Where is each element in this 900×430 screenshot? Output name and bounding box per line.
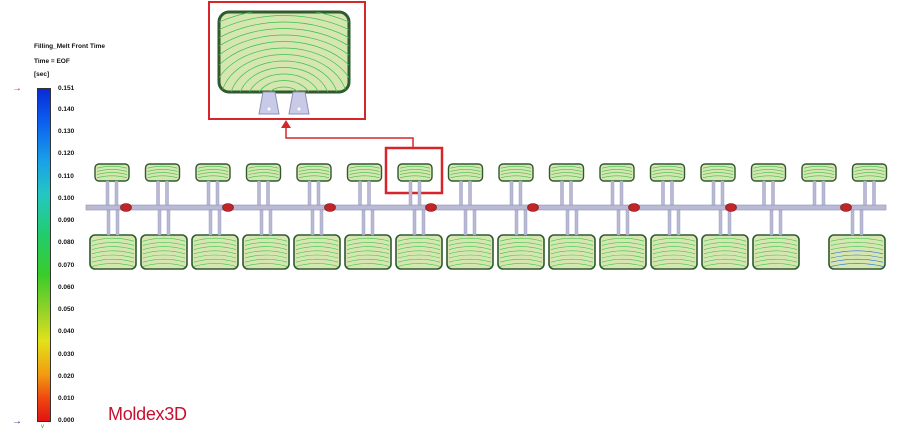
tick-label: 0.000 [58, 417, 75, 424]
top-cavity [144, 163, 181, 206]
main-runner [85, 204, 887, 211]
legend-subtitle: Time = EOF [34, 58, 70, 65]
gate-markers [120, 203, 852, 212]
top-cavity [447, 163, 484, 206]
tick-label: 0.060 [58, 284, 75, 291]
bottom-marker-caret: v [41, 424, 44, 430]
top-cavity [750, 163, 787, 206]
tick-label: 0.151 [58, 85, 75, 92]
bottom-cavity [752, 209, 800, 270]
gate-node [425, 203, 437, 212]
top-cavity [346, 163, 383, 206]
bottom-cavity [140, 209, 188, 270]
tick-label: 0.040 [58, 328, 75, 335]
top-cavity [94, 163, 130, 206]
bottom-cavity [548, 209, 596, 270]
bottom-cavity [446, 209, 494, 270]
top-cavity [296, 163, 332, 206]
tick-label: 0.070 [58, 262, 75, 269]
tick-label: 0.010 [58, 395, 75, 402]
top-cavity [245, 163, 282, 206]
callout-line [285, 125, 414, 148]
top-cavity [599, 163, 635, 206]
bottom-cavity [701, 209, 749, 270]
gate-node [725, 203, 737, 212]
tick-label: 0.020 [58, 373, 75, 380]
highlight-box [384, 146, 444, 195]
zoom-inset [208, 1, 366, 120]
tick-label: 0.100 [58, 195, 75, 202]
top-cavity [851, 163, 888, 206]
top-cavity [397, 163, 433, 206]
top-cavity [700, 163, 736, 206]
top-cavity [548, 163, 585, 206]
moldex3d-logo: Moldex3D [108, 404, 187, 424]
top-cavity [498, 163, 534, 206]
top-cavity [195, 163, 231, 206]
bottom-cavity [599, 209, 647, 270]
bottom-cavity [242, 209, 290, 270]
tick-label: 0.110 [58, 173, 74, 180]
top-range-marker[interactable]: → [12, 83, 22, 94]
tick-label: 0.030 [58, 351, 75, 358]
bottom-range-marker[interactable]: → [12, 416, 22, 427]
legend-unit: [sec] [34, 71, 50, 78]
callout-arrowhead [281, 120, 291, 128]
tick-label: 0.130 [58, 128, 75, 135]
color-scale-bar [37, 88, 51, 422]
tick-label: 0.090 [58, 217, 75, 224]
zoom-contours [219, 12, 349, 92]
tick-label: 0.080 [58, 239, 75, 246]
tick-label: 0.120 [58, 150, 75, 157]
bottom-cavity [89, 209, 137, 270]
tick-label: 0.050 [58, 306, 75, 313]
gate-node [324, 203, 336, 212]
gate-node [840, 203, 852, 212]
gate-node [120, 203, 132, 212]
gate-node [222, 203, 234, 212]
bottom-cavity [293, 209, 341, 270]
top-cavity [649, 163, 686, 206]
gate-node [628, 203, 640, 212]
bottom-cavity [650, 209, 698, 270]
bottom-cavity [395, 209, 443, 270]
legend-title: Filling_Melt Front Time [34, 43, 106, 50]
bottom-cavity [828, 209, 886, 270]
tick-label: 0.140 [58, 106, 75, 113]
bottom-cavity-row [89, 209, 886, 270]
bottom-cavity [497, 209, 545, 270]
bottom-cavity [191, 209, 239, 270]
bottom-cavity [344, 209, 392, 270]
gate-node [527, 203, 539, 212]
top-cavity-row [94, 163, 888, 206]
top-cavity [801, 163, 837, 206]
